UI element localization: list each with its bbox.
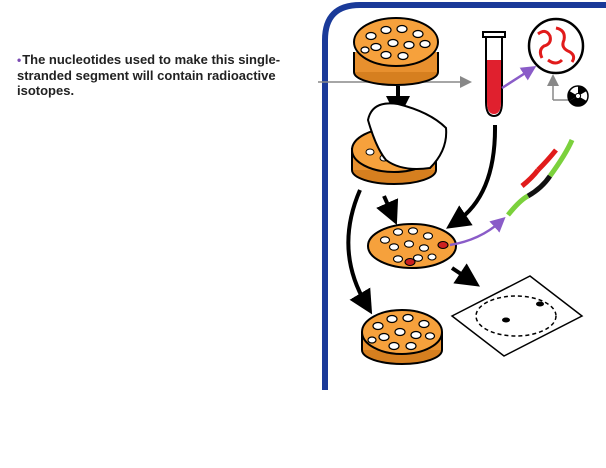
arrow-to-autoradiograph: [450, 263, 480, 287]
arrow-to-master-plate: [346, 189, 373, 315]
annotation-bullet: •: [17, 53, 22, 67]
colony-group: [379, 227, 437, 263]
probe-arrow: [501, 65, 537, 90]
petri-dish-original: [353, 17, 439, 86]
test-tube: [482, 31, 506, 118]
signal-spot: [536, 301, 544, 307]
membrane-filter: [366, 102, 448, 170]
panel-frame: [322, 2, 606, 390]
autoradiograph-film: [450, 275, 584, 357]
colony-group: [367, 313, 436, 351]
petri-dish-master: [361, 309, 443, 365]
signal-spot: [502, 317, 510, 323]
dna-strands: [506, 138, 575, 217]
probe-magnified-view: [527, 17, 585, 75]
labeled-colony: [404, 257, 416, 267]
annotation-text: •The nucleotides used to make this singl…: [17, 52, 322, 98]
petri-dish-hybridized: [367, 223, 457, 269]
hybrid-arrow: [449, 216, 506, 247]
arrow-down-2: [376, 195, 399, 225]
annotation-body: The nucleotides used to make this single…: [17, 52, 281, 98]
radiation-trefoil-icon: [547, 74, 589, 107]
colony-group: [360, 24, 431, 61]
petri-dish-blotted: [351, 102, 448, 185]
labeled-colony: [437, 240, 449, 250]
arrow-tube-to-hybridization: [446, 124, 498, 229]
